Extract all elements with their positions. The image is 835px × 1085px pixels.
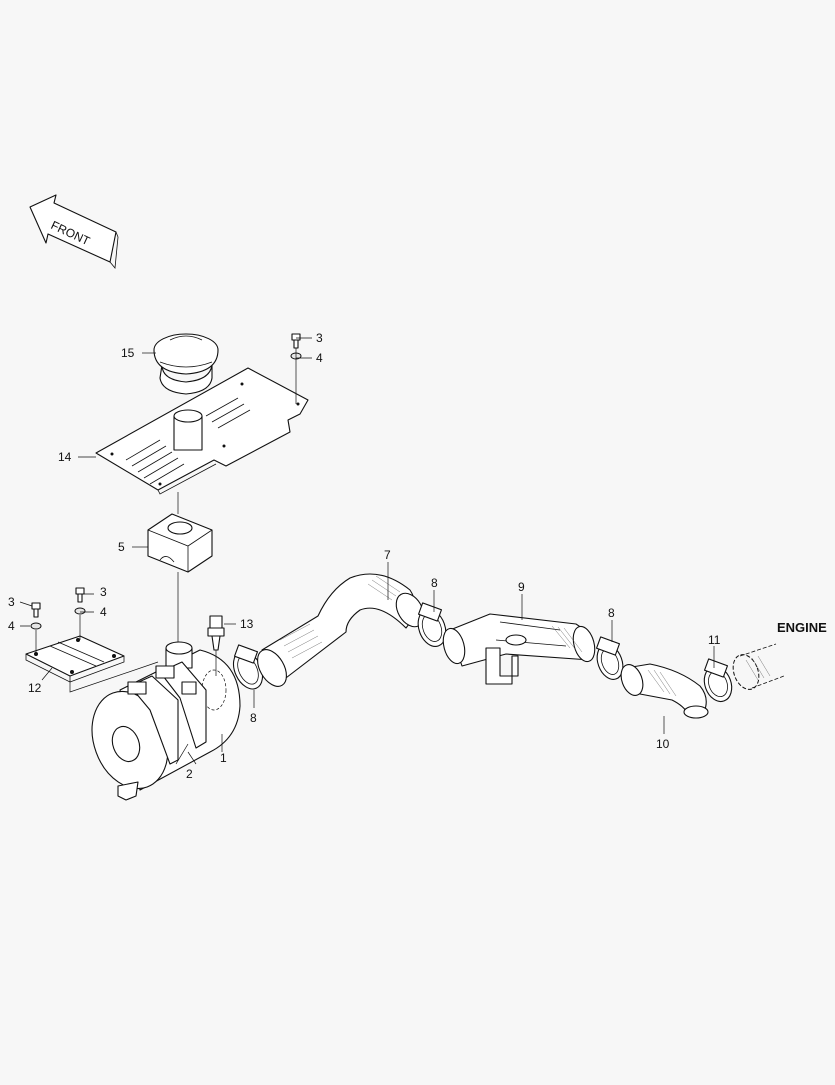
callout-1: 1 [220,751,227,765]
callout-2: 2 [186,767,193,781]
front-arrow: FRONT [29,194,119,269]
elbow-hose [620,663,709,719]
callout-14: 14 [58,450,72,464]
callout-3-top: 3 [316,331,323,345]
rain-cap [153,333,219,395]
bolt-washer-mid [74,587,86,640]
intake-hose [257,573,425,687]
callout-5: 5 [118,540,125,554]
hose-clamp-3 [596,636,624,680]
callout-7: 7 [384,548,391,562]
callout-8-c: 8 [608,606,615,620]
callout-13: 13 [240,617,254,631]
callout-4-left: 4 [8,619,15,633]
hose-clamp-4 [703,658,733,703]
engine-inlet [732,643,785,690]
foam-block [147,513,213,573]
callout-8-b: 8 [431,576,438,590]
callout-4-mid: 4 [100,605,107,619]
callout-10: 10 [656,737,670,751]
hose-clamp-2 [417,602,447,647]
callout-9: 9 [518,580,525,594]
callout-11: 11 [708,633,721,647]
callout-12: 12 [28,681,42,695]
bolt-washer-left [30,602,42,654]
callout-15: 15 [121,346,135,360]
callout-4-top: 4 [316,351,323,365]
mounting-bracket [25,635,159,693]
hood-plate [95,367,309,495]
callout-3-mid: 3 [100,585,107,599]
hose-clamp-1 [232,644,264,690]
restriction-indicator [207,615,225,676]
air-cleaner [91,641,241,801]
engine-label: ENGINE [777,620,827,635]
callout-8-a: 8 [250,711,257,725]
callout-3-left: 3 [8,595,15,609]
intake-pipe [442,613,596,685]
